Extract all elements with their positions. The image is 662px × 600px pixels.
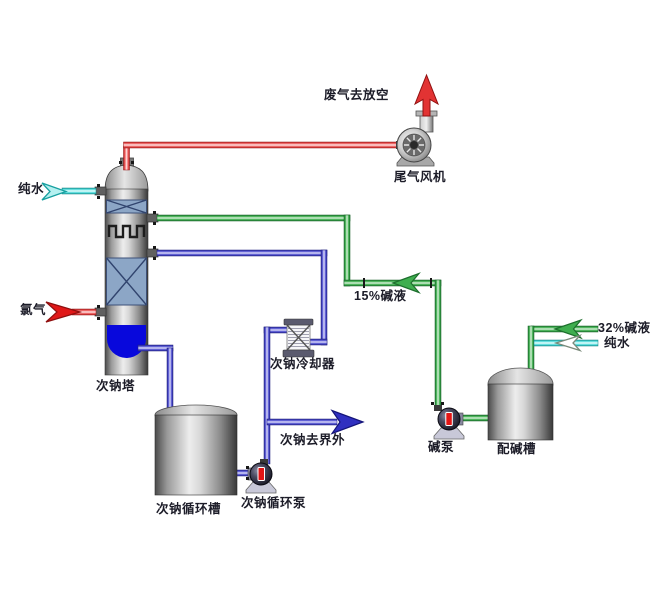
pipe-hypo-to-battery bbox=[266, 418, 338, 426]
label-alkali-32pct: 32%碱液 bbox=[598, 321, 651, 335]
pipe-alkali-to-tower bbox=[156, 214, 351, 222]
tower-distributor bbox=[107, 224, 146, 239]
tower-nozzle-chlorine bbox=[94, 307, 107, 317]
red-gas-pipes bbox=[71, 141, 402, 316]
alkalipump-slot bbox=[445, 412, 453, 426]
hypo-to-battery-arrow bbox=[330, 409, 365, 435]
circulation-tank-shell bbox=[154, 414, 238, 496]
label-alkali-prep-tank: 配碱槽 bbox=[497, 442, 537, 456]
hypo-tower bbox=[94, 157, 159, 376]
pipe-hypo-cooler-riser bbox=[320, 249, 328, 346]
pipe-alkali-pump-discharge bbox=[434, 279, 442, 411]
pipe-tailgas-riser bbox=[123, 145, 130, 171]
label-hypo-cooler: 次钠冷却器 bbox=[270, 357, 336, 371]
purewater-right-arrow bbox=[553, 334, 583, 352]
tower-packing-upper bbox=[106, 199, 147, 214]
alkali-prep-tank bbox=[487, 367, 554, 441]
tower-packing-lower bbox=[105, 257, 148, 306]
tail-gas-fan bbox=[396, 110, 438, 167]
flange-ticks bbox=[97, 161, 444, 480]
label-alkali-pump: 碱泵 bbox=[428, 440, 455, 454]
hypo-circulation-tank bbox=[154, 404, 238, 496]
blue-hypo-pipes bbox=[137, 249, 338, 477]
label-circulation-tank: 次钠循环槽 bbox=[156, 502, 222, 516]
label-alkali-15pct: 15%碱液 bbox=[354, 289, 407, 303]
cooler-top-cap bbox=[283, 318, 314, 326]
pipe-cooler-outlet bbox=[308, 338, 328, 346]
pipe-tailgas-to-fan bbox=[123, 141, 402, 149]
pipe-hypo-return-to-tower bbox=[156, 249, 328, 257]
alkali-pump bbox=[433, 405, 465, 440]
label-circulation-pump: 次钠循环泵 bbox=[241, 496, 307, 510]
alkali-32pct-arrow bbox=[553, 318, 583, 340]
alkali-15pct-arrow bbox=[391, 272, 421, 294]
alkalipump-discharge-stub bbox=[434, 405, 442, 411]
vent-arrow bbox=[414, 73, 439, 117]
tower-nozzle-alkali bbox=[146, 213, 159, 223]
pipe-to-circulation-tank bbox=[166, 347, 174, 413]
label-tail-gas-fan: 尾气风机 bbox=[394, 170, 447, 184]
tower-liquid-sump bbox=[107, 325, 146, 358]
label-hypo-tower: 次钠塔 bbox=[96, 379, 136, 393]
pipe-circpump-discharge bbox=[263, 326, 271, 465]
circpump-discharge-stub bbox=[260, 459, 268, 465]
label-waste-gas-vent: 废气去放空 bbox=[324, 88, 390, 102]
circpump-slot bbox=[257, 467, 265, 481]
tower-nozzle-circulation bbox=[146, 248, 159, 258]
pipe-alkali-riser bbox=[343, 214, 351, 287]
label-hypo-to-battery: 次钠去界外 bbox=[280, 433, 346, 447]
fan-hub bbox=[410, 141, 418, 149]
fan-spokes bbox=[404, 135, 424, 155]
label-chlorine-gas: 氯气 bbox=[20, 303, 47, 317]
cooler-cross bbox=[286, 324, 311, 351]
chlorine-arrow bbox=[45, 301, 83, 323]
purewater-left-arrow bbox=[41, 182, 68, 201]
label-pure-water-right: 纯水 bbox=[604, 336, 631, 350]
cooler-bottom-cap bbox=[282, 349, 315, 358]
alkalipump-base bbox=[433, 427, 465, 440]
tower-nozzle-purewater bbox=[94, 186, 107, 196]
pipe-purewater-left bbox=[61, 187, 97, 195]
hypo-cooler bbox=[282, 318, 315, 358]
hypo-circulation-pump bbox=[245, 459, 277, 494]
prep-tank-shell bbox=[487, 383, 554, 441]
label-pure-water-left: 纯水 bbox=[18, 182, 45, 196]
